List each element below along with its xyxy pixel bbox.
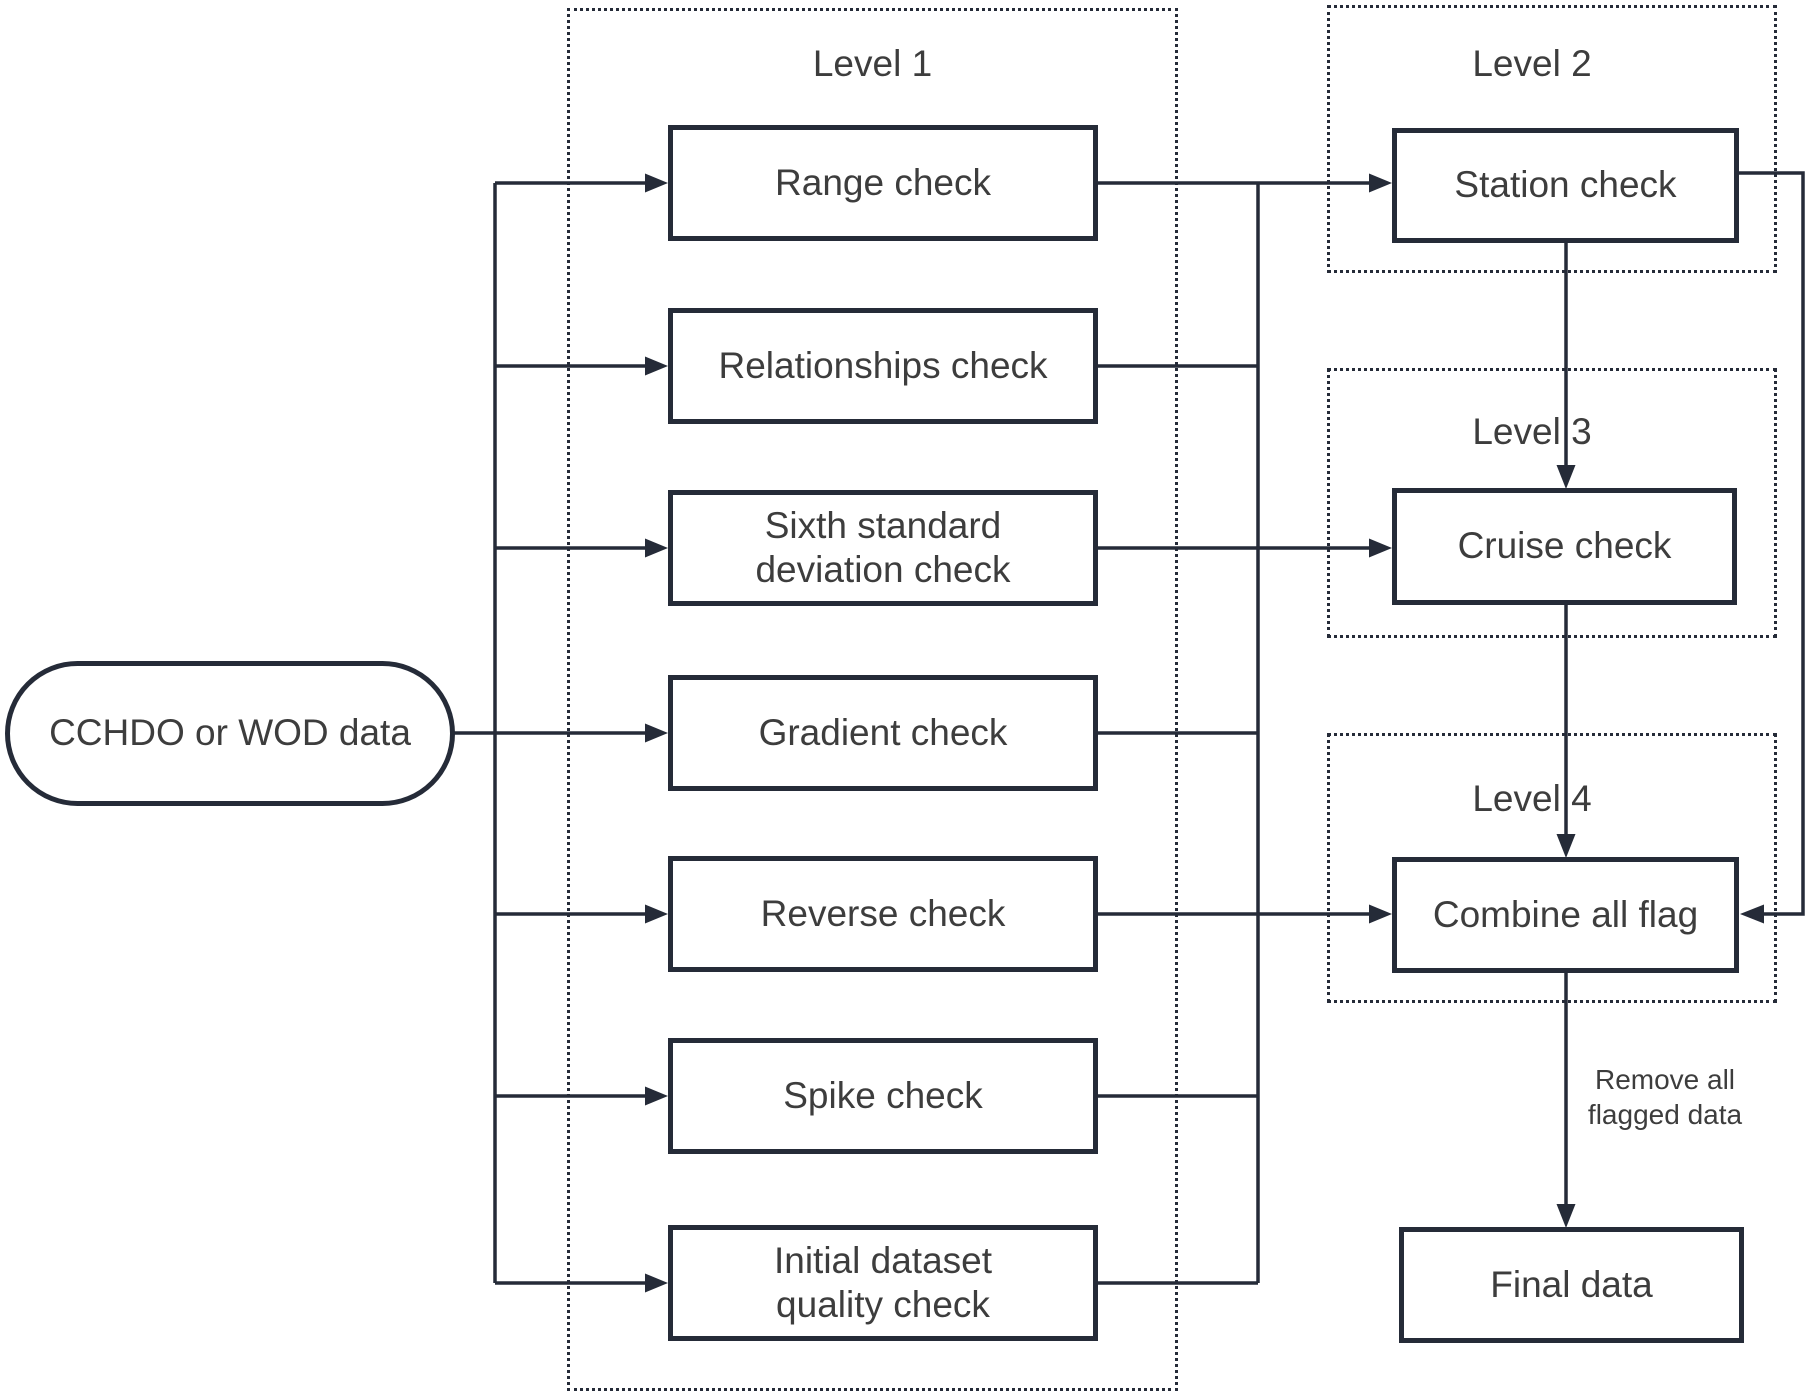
level3-group [1327,368,1777,638]
edge-station-to-combine-feedback [1739,171,1805,916]
level4-title: Level 4 [1472,778,1592,819]
level1-title: Level 1 [812,43,933,84]
arrowhead-initial [645,1273,668,1293]
arrowhead-cruise-top [1556,465,1576,489]
arrowhead-combine-top [1556,834,1576,858]
node-reverse-check: Reverse check [668,856,1098,972]
level4-group [1327,733,1777,1003]
node-spike-check: Spike check [668,1038,1098,1154]
arrowhead-gradient [645,723,668,743]
node-source-data: CCHDO or WOD data [5,661,455,806]
edge-label-remove-flagged: Remove all flagged data [1587,1064,1743,1130]
node-gradient-check: Gradient check [668,675,1098,791]
level2-group [1327,5,1777,273]
arrowhead-combine-left [1369,904,1392,924]
arrowhead-spike [645,1086,668,1106]
node-initial-dataset-quality-check: Initial dataset quality check [668,1225,1098,1341]
level1-group [567,8,1178,1391]
level2-title: Level 2 [1472,43,1592,84]
arrowhead-final-top [1556,1204,1576,1228]
node-range-check: Range check [668,125,1098,241]
arrowhead-relationships [645,356,668,376]
node-final-data: Final data [1399,1227,1744,1343]
arrowhead-range [645,173,668,193]
arrowhead-reverse [645,904,668,924]
node-sixth-standard-deviation-check: Sixth standard deviation check [668,490,1098,606]
node-station-check: Station check [1392,128,1739,243]
level3-title: Level 3 [1472,411,1592,452]
arrowhead-combine-right [1740,904,1764,924]
node-combine-all-flag: Combine all flag [1392,857,1739,973]
node-cruise-check: Cruise check [1392,488,1737,605]
arrowhead-cruise-left [1369,538,1392,558]
node-relationships-check: Relationships check [668,308,1098,424]
arrowhead-station [1369,173,1392,193]
arrowhead-sixth [645,538,668,558]
